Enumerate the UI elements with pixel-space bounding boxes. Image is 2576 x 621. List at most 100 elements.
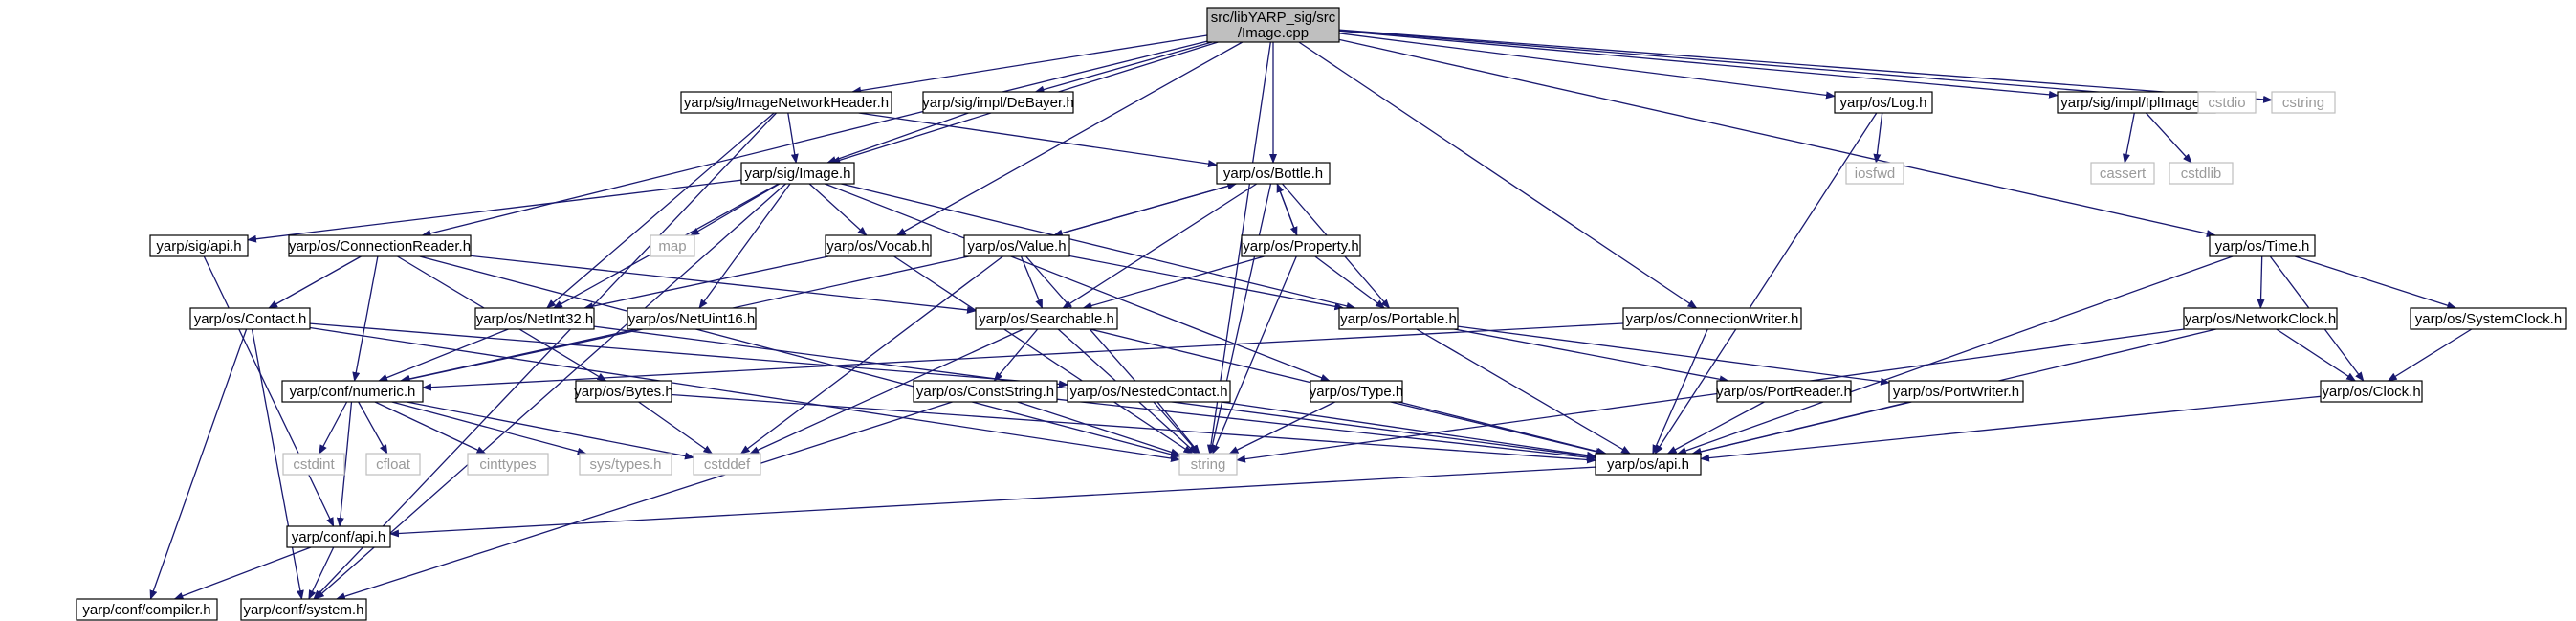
edge-IplImage-to-cassert <box>2123 112 2135 164</box>
node-label: yarp/os/NestedContact.h <box>1069 384 1227 400</box>
edge-ConnectionWriter-to-osapi <box>1652 328 1708 455</box>
node-NetworkClock[interactable]: yarp/os/NetworkClock.h <box>2183 307 2338 330</box>
node-Type[interactable]: yarp/os/Type.h <box>1310 380 1403 403</box>
node-box <box>2169 162 2234 185</box>
edge-root-to-ConnectionReader <box>421 40 1208 237</box>
node-IplImage[interactable]: yarp/sig/impl/IplImage.h <box>2057 91 2216 114</box>
node-Vocab[interactable]: yarp/os/Vocab.h <box>825 234 932 257</box>
edge-ConstString-to-system <box>335 401 953 601</box>
node-box <box>282 453 345 476</box>
node-Log[interactable]: yarp/os/Log.h <box>1834 91 1933 114</box>
edge-ConnectionReader-to-numeric <box>352 255 379 382</box>
node-label: yarp/os/Property.h <box>1243 238 1358 255</box>
node-box <box>1595 453 1702 476</box>
node-SystemClock[interactable]: yarp/os/SystemClock.h <box>2410 307 2567 330</box>
edge-Portable-to-PortWriter <box>1457 325 1890 386</box>
node-box <box>975 307 1118 330</box>
node-DeBayer[interactable]: yarp/sig/impl/DeBayer.h <box>922 91 1074 114</box>
node-ImageNetworkHeader[interactable]: yarp/sig/ImageNetworkHeader.h <box>680 91 892 114</box>
node-NetInt32[interactable]: yarp/os/NetInt32.h <box>474 307 595 330</box>
edge-root-to-IplImage <box>1338 30 2059 99</box>
node-compiler[interactable]: yarp/conf/compiler.h <box>76 598 218 621</box>
node-NetUint16[interactable]: yarp/os/NetUint16.h <box>627 307 757 330</box>
node-label: cfloat <box>376 456 411 473</box>
node-box <box>740 162 855 185</box>
edge-Property-to-Portable <box>1314 255 1386 309</box>
node-Contact[interactable]: yarp/os/Contact.h <box>189 307 311 330</box>
node-box <box>2183 307 2338 330</box>
node-ConnectionWriter[interactable]: yarp/os/ConnectionWriter.h <box>1622 307 1802 330</box>
edge-Contact-to-system <box>251 328 304 600</box>
node-label: yarp/os/Vocab.h <box>826 238 930 255</box>
node-Image[interactable]: yarp/sig/Image.h <box>740 162 855 185</box>
node-sigapi[interactable]: yarp/sig/api.h <box>149 234 249 257</box>
node-PortWriter[interactable]: yarp/os/PortWriter.h <box>1888 380 2024 403</box>
edge-root-to-cstring <box>1338 29 2273 103</box>
edge-Clock-to-osapi <box>1700 395 2322 462</box>
edge-Searchable-to-cstddef <box>749 328 1024 455</box>
node-label: yarp/sig/ImageNetworkHeader.h <box>684 95 889 111</box>
node-root[interactable]: src/libYARP_sig/src/Image.cpp <box>1206 7 1340 43</box>
edge-SystemClock-to-Clock <box>2387 328 2473 382</box>
edge-ConnectionReader-to-string <box>419 255 1180 458</box>
edge-ImageNetworkHeader-to-Image <box>787 112 799 164</box>
node-ConnectionReader[interactable]: yarp/os/ConnectionReader.h <box>288 234 472 257</box>
node-label: cstring <box>2282 95 2324 111</box>
node-box <box>1888 380 2024 403</box>
node-label: yarp/os/ConstString.h <box>916 384 1054 400</box>
node-box <box>1845 162 1904 185</box>
edge-IplImage-to-cstdlib <box>2146 112 2192 164</box>
node-box <box>1216 162 1331 185</box>
node-box <box>1338 307 1459 330</box>
node-Value[interactable]: yarp/os/Value.h <box>963 234 1070 257</box>
node-box <box>76 598 218 621</box>
edge-Image-to-map <box>690 183 781 236</box>
edge-Vocab-to-NetInt32 <box>583 255 829 311</box>
edge-ImageNetworkHeader-to-NetInt32 <box>546 112 775 309</box>
node-ConstString[interactable]: yarp/os/ConstString.h <box>913 380 1058 403</box>
edge-Image-to-Portable <box>841 183 1356 310</box>
node-cstdint: cstdint <box>282 453 345 476</box>
node-label: yarp/os/ConnectionWriter.h <box>1626 311 1799 327</box>
edge-ImageNetworkHeader-to-Bottle <box>858 112 1218 168</box>
node-label: yarp/sig/impl/DeBayer.h <box>922 95 1073 111</box>
node-box <box>680 91 892 114</box>
node-Bytes[interactable]: yarp/os/Bytes.h <box>574 380 673 403</box>
edge-Log-to-iosfwd <box>1873 112 1883 164</box>
node-box <box>650 234 695 257</box>
node-label: yarp/os/ConnectionReader.h <box>289 238 471 255</box>
node-box <box>1067 380 1231 403</box>
edge-Bottle-to-string <box>1208 183 1272 455</box>
edge-Contact-to-string <box>309 326 1180 463</box>
node-box <box>474 307 595 330</box>
edge-NetworkClock-to-Clock <box>2276 328 2357 382</box>
node-osapi[interactable]: yarp/os/api.h <box>1595 453 1702 476</box>
node-label: yarp/os/Portable.h <box>1340 311 1457 327</box>
node-Time[interactable]: yarp/os/Time.h <box>2209 234 2316 257</box>
node-label: yarp/os/Contact.h <box>194 311 307 327</box>
edge-Bottle-to-Searchable <box>1062 183 1258 309</box>
node-confapi[interactable]: yarp/conf/api.h <box>286 525 391 548</box>
node-Bottle[interactable]: yarp/os/Bottle.h <box>1216 162 1331 185</box>
node-NestedContact[interactable]: yarp/os/NestedContact.h <box>1067 380 1231 403</box>
edge-Bytes-to-cstddef <box>638 401 714 455</box>
node-box <box>2320 380 2423 403</box>
node-system[interactable]: yarp/conf/system.h <box>240 598 367 621</box>
node-PortReader[interactable]: yarp/os/PortReader.h <box>1716 380 1852 403</box>
edge-Time-to-NetworkClock <box>2257 255 2265 309</box>
node-numeric[interactable]: yarp/conf/numeric.h <box>281 380 424 403</box>
node-label: yarp/conf/compiler.h <box>82 602 210 618</box>
node-Property[interactable]: yarp/os/Property.h <box>1241 234 1361 257</box>
node-box <box>189 307 311 330</box>
node-box <box>579 453 672 476</box>
node-box <box>627 307 757 330</box>
edge-ConnectionReader-to-Contact <box>268 255 362 309</box>
edge-numeric-to-confapi <box>336 401 353 527</box>
node-box <box>2271 91 2336 114</box>
node-Searchable[interactable]: yarp/os/Searchable.h <box>975 307 1118 330</box>
node-box <box>2197 91 2257 114</box>
node-label: cassert <box>2100 166 2147 182</box>
node-Portable[interactable]: yarp/os/Portable.h <box>1338 307 1459 330</box>
node-Clock[interactable]: yarp/os/Clock.h <box>2320 380 2423 403</box>
